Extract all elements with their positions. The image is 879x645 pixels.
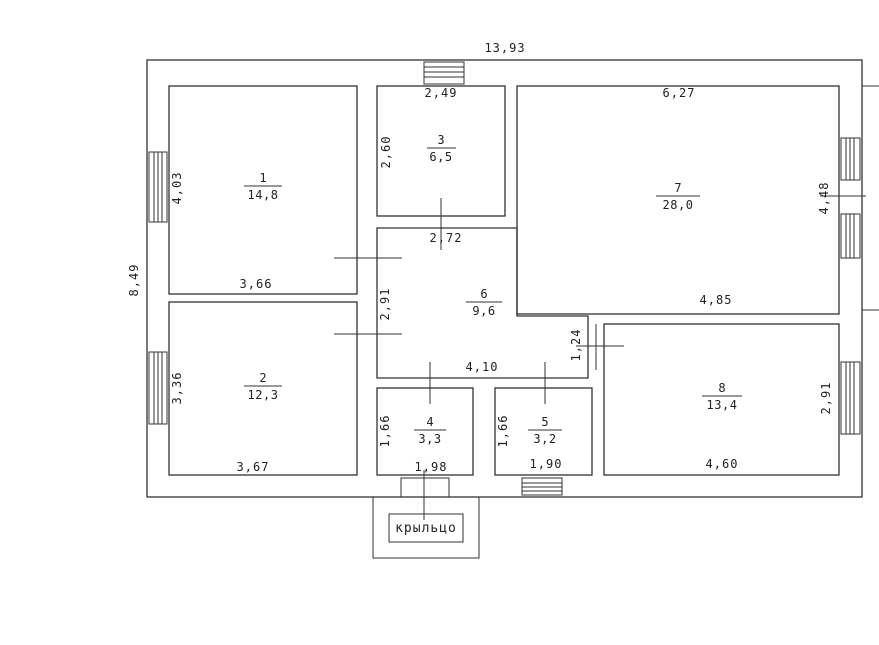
room-4-outline	[376, 387, 474, 476]
room-8-number: 8	[718, 381, 725, 395]
room-4-height: 1,66	[378, 415, 392, 448]
right-edge-fragments	[862, 85, 879, 311]
room-1-number: 1	[259, 171, 266, 185]
room-2-height: 3,36	[170, 372, 184, 405]
porch	[372, 477, 480, 559]
overall-height-label: 8,49	[127, 264, 141, 297]
room-3-width: 2,49	[425, 86, 458, 100]
room-2-area: 12,3	[248, 388, 279, 402]
room-5-outline	[494, 387, 593, 476]
window-left-room-2	[148, 351, 168, 425]
window-right-room-8	[840, 361, 861, 435]
room-6-outline	[376, 227, 589, 379]
room-2-number: 2	[259, 371, 266, 385]
window-right-room-7-upper	[840, 137, 861, 181]
room-7-number: 7	[674, 181, 681, 195]
room-7-width: 6,27	[663, 86, 696, 100]
room-8-outline	[603, 323, 840, 476]
room-6-extra: 1,24	[569, 329, 583, 362]
room-4-width: 1,98	[415, 460, 448, 474]
room-7-height: 4,48	[817, 182, 831, 215]
porch-label: крыльцо	[395, 521, 457, 536]
room-5-number: 5	[541, 415, 548, 429]
room-6-top-width: 2,72	[430, 231, 463, 245]
room-5-area: 3,2	[533, 432, 556, 446]
room-2-width: 3,67	[237, 460, 270, 474]
room-6-area: 9,6	[472, 304, 495, 318]
room-1-outline	[168, 85, 358, 295]
room-6-height: 2,91	[378, 288, 392, 321]
room-1-area: 14,8	[248, 188, 279, 202]
room-2-outline	[168, 301, 358, 476]
overall-width-label: 13,93	[484, 41, 525, 55]
room-7-outline	[516, 85, 840, 315]
room-1-width: 3,66	[240, 277, 273, 291]
doors	[334, 195, 866, 520]
room-7-area: 28,0	[663, 198, 694, 212]
room-5-height: 1,66	[496, 415, 510, 448]
room-3-height: 2,60	[379, 136, 393, 169]
room-6-width: 4,10	[466, 360, 499, 374]
room-1-height: 4,03	[170, 172, 184, 205]
window-right-room-7-lower	[840, 213, 861, 259]
room-8-area: 13,4	[707, 398, 738, 412]
window-top-room-3	[423, 61, 465, 85]
room-5-width: 1,90	[530, 457, 563, 471]
room-8-width: 4,60	[706, 457, 739, 471]
room-7-bottom-width: 4,85	[700, 293, 733, 307]
window-left-room-1	[148, 151, 168, 223]
outer-walls	[146, 59, 863, 498]
room-4-area: 3,3	[418, 432, 441, 446]
room-3-number: 3	[437, 133, 444, 147]
room-6-number: 6	[480, 287, 487, 301]
window-bottom-room-5	[521, 477, 563, 496]
room-8-height: 2,91	[819, 382, 833, 415]
room-4-number: 4	[426, 415, 433, 429]
room-3-area: 6,5	[429, 150, 452, 164]
